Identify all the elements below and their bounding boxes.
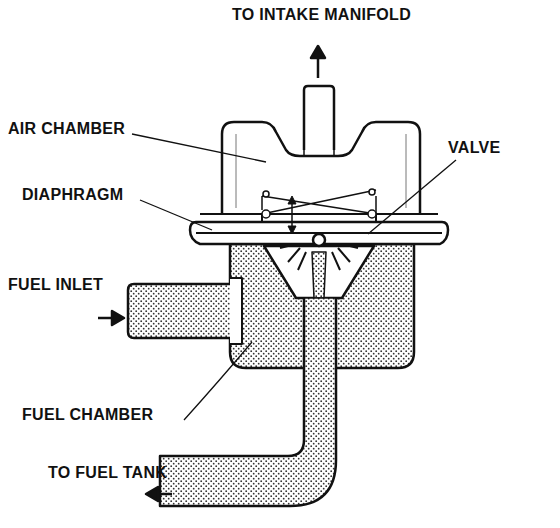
part-label: FUEL CHAMBER — [22, 406, 153, 424]
spring-coil — [368, 210, 376, 218]
leader-line — [184, 342, 252, 420]
part-label: FUEL INLET — [8, 276, 103, 294]
vacuum-nipple — [304, 86, 334, 150]
spring-coil — [369, 189, 375, 195]
inlet-tube — [128, 284, 230, 338]
leader-line — [132, 134, 266, 162]
spring-coil — [263, 191, 269, 197]
part-label: TO FUEL TANK — [48, 464, 167, 482]
arrow-head — [112, 311, 124, 325]
inlet-collar — [230, 278, 242, 344]
valve-ball — [313, 234, 325, 246]
part-label: VALVE — [448, 139, 500, 157]
spring-coil — [262, 210, 270, 218]
arrow-head — [146, 487, 158, 501]
tube-joint — [304, 297, 336, 299]
seat-channel — [312, 252, 326, 298]
air-chamber-cap — [222, 122, 420, 214]
valve-seat — [264, 246, 374, 298]
flow-arrow — [317, 56, 320, 78]
nipple-bore — [304, 132, 334, 156]
arrow-head — [288, 196, 296, 234]
leader-line — [140, 200, 212, 230]
fuel-spray — [280, 244, 358, 270]
part-label: AIR CHAMBER — [8, 120, 125, 138]
arrow-head — [311, 46, 325, 58]
spring — [262, 190, 376, 214]
part-label: TO INTAKE MANIFOLD — [232, 6, 411, 24]
leader-line — [368, 160, 456, 234]
flange-edge — [200, 213, 438, 215]
part-label: DIAPHRAGM — [22, 186, 123, 204]
